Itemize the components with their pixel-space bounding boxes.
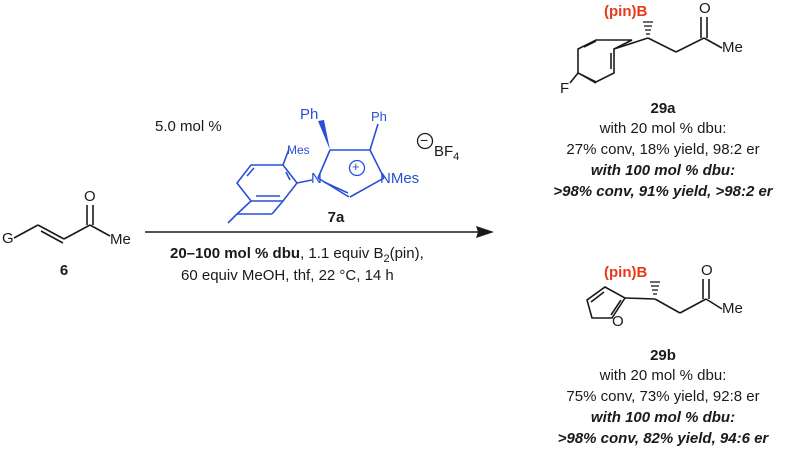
counterion-minus-circle <box>416 132 434 150</box>
product-29b-methyl: Me <box>722 300 743 317</box>
substrate-g-label: G <box>2 230 14 247</box>
product-29b-result-line-2: 75% conv, 73% yield, 92:8 er <box>566 388 760 405</box>
product-29b-result-line-4: >98% conv, 82% yield, 94:6 er <box>557 430 769 447</box>
product-29a-result-line-1: with 20 mol % dbu: <box>599 120 727 137</box>
substrate-oxygen-label: O <box>84 188 96 205</box>
product-29a-oxygen: O <box>699 0 711 17</box>
catalyst-n-right: NMes <box>380 170 420 187</box>
catalyst-plus-sign: + <box>352 159 360 174</box>
catalyst-plus-circle <box>348 159 366 177</box>
catalyst-ph-right: Ph <box>371 109 387 124</box>
catalyst-mes-top: Mes <box>287 143 310 157</box>
product-29b-oxygen: O <box>701 262 713 279</box>
product-29a-methyl: Me <box>722 39 743 56</box>
counterion-bf: BF <box>434 143 454 160</box>
product-29a-fluorine: F <box>560 80 570 97</box>
conditions-line-2: 60 equiv MeOH, thf, 22 °C, 14 h <box>181 267 394 284</box>
product-29b-compound-label: 29b <box>650 347 676 364</box>
conditions-dbu-bold: 20–100 mol % dbu <box>170 245 301 262</box>
product-29a-compound-label: 29a <box>650 100 676 117</box>
counterion-minus-sign: − <box>420 132 429 148</box>
catalyst-7a-bonds <box>227 123 385 224</box>
product-29a-pinb: (pin)B <box>604 3 648 20</box>
product-29a-result-line-4: >98% conv, 91% yield, >98:2 er <box>553 183 773 200</box>
product-29b-hashed-wedge <box>650 281 660 295</box>
conditions-line-1-end: (pin), <box>389 245 424 262</box>
catalyst-wedge <box>318 120 330 150</box>
catalyst-compound-label: 7a <box>327 209 345 226</box>
product-29a-result-line-3: with 100 mol % dbu: <box>590 162 736 179</box>
product-29a-bonds <box>569 17 723 84</box>
product-29b-ring-oxygen: O <box>612 313 624 330</box>
product-29a-hashed-wedge <box>643 21 653 35</box>
catalyst-ph-left: Ph <box>300 106 319 123</box>
counterion-subscript: 4 <box>453 151 460 163</box>
product-29a-result-line-2: 27% conv, 18% yield, 98:2 er <box>566 141 760 158</box>
substrate-methyl-label: Me <box>110 231 131 248</box>
reaction-arrow <box>145 226 494 238</box>
conditions-line-1-rest: , 1.1 equiv B <box>300 245 384 262</box>
catalyst-loading: 5.0 mol % <box>155 118 222 135</box>
conditions-line-1: 20–100 mol % dbu, 1.1 equiv B2(pin), <box>170 245 424 265</box>
substrate-6-bonds <box>13 205 111 244</box>
product-29b-bonds <box>586 279 723 319</box>
substrate-compound-label: 6 <box>59 262 69 279</box>
conditions-b2-subscript: 2 <box>383 253 390 265</box>
product-29b-pinb: (pin)B <box>604 264 648 281</box>
counterion-bf4: BF4 <box>434 143 460 163</box>
catalyst-n-left: N <box>311 170 322 187</box>
product-29b-result-line-1: with 20 mol % dbu: <box>599 367 727 384</box>
product-29b-result-line-3: with 100 mol % dbu: <box>590 409 736 426</box>
